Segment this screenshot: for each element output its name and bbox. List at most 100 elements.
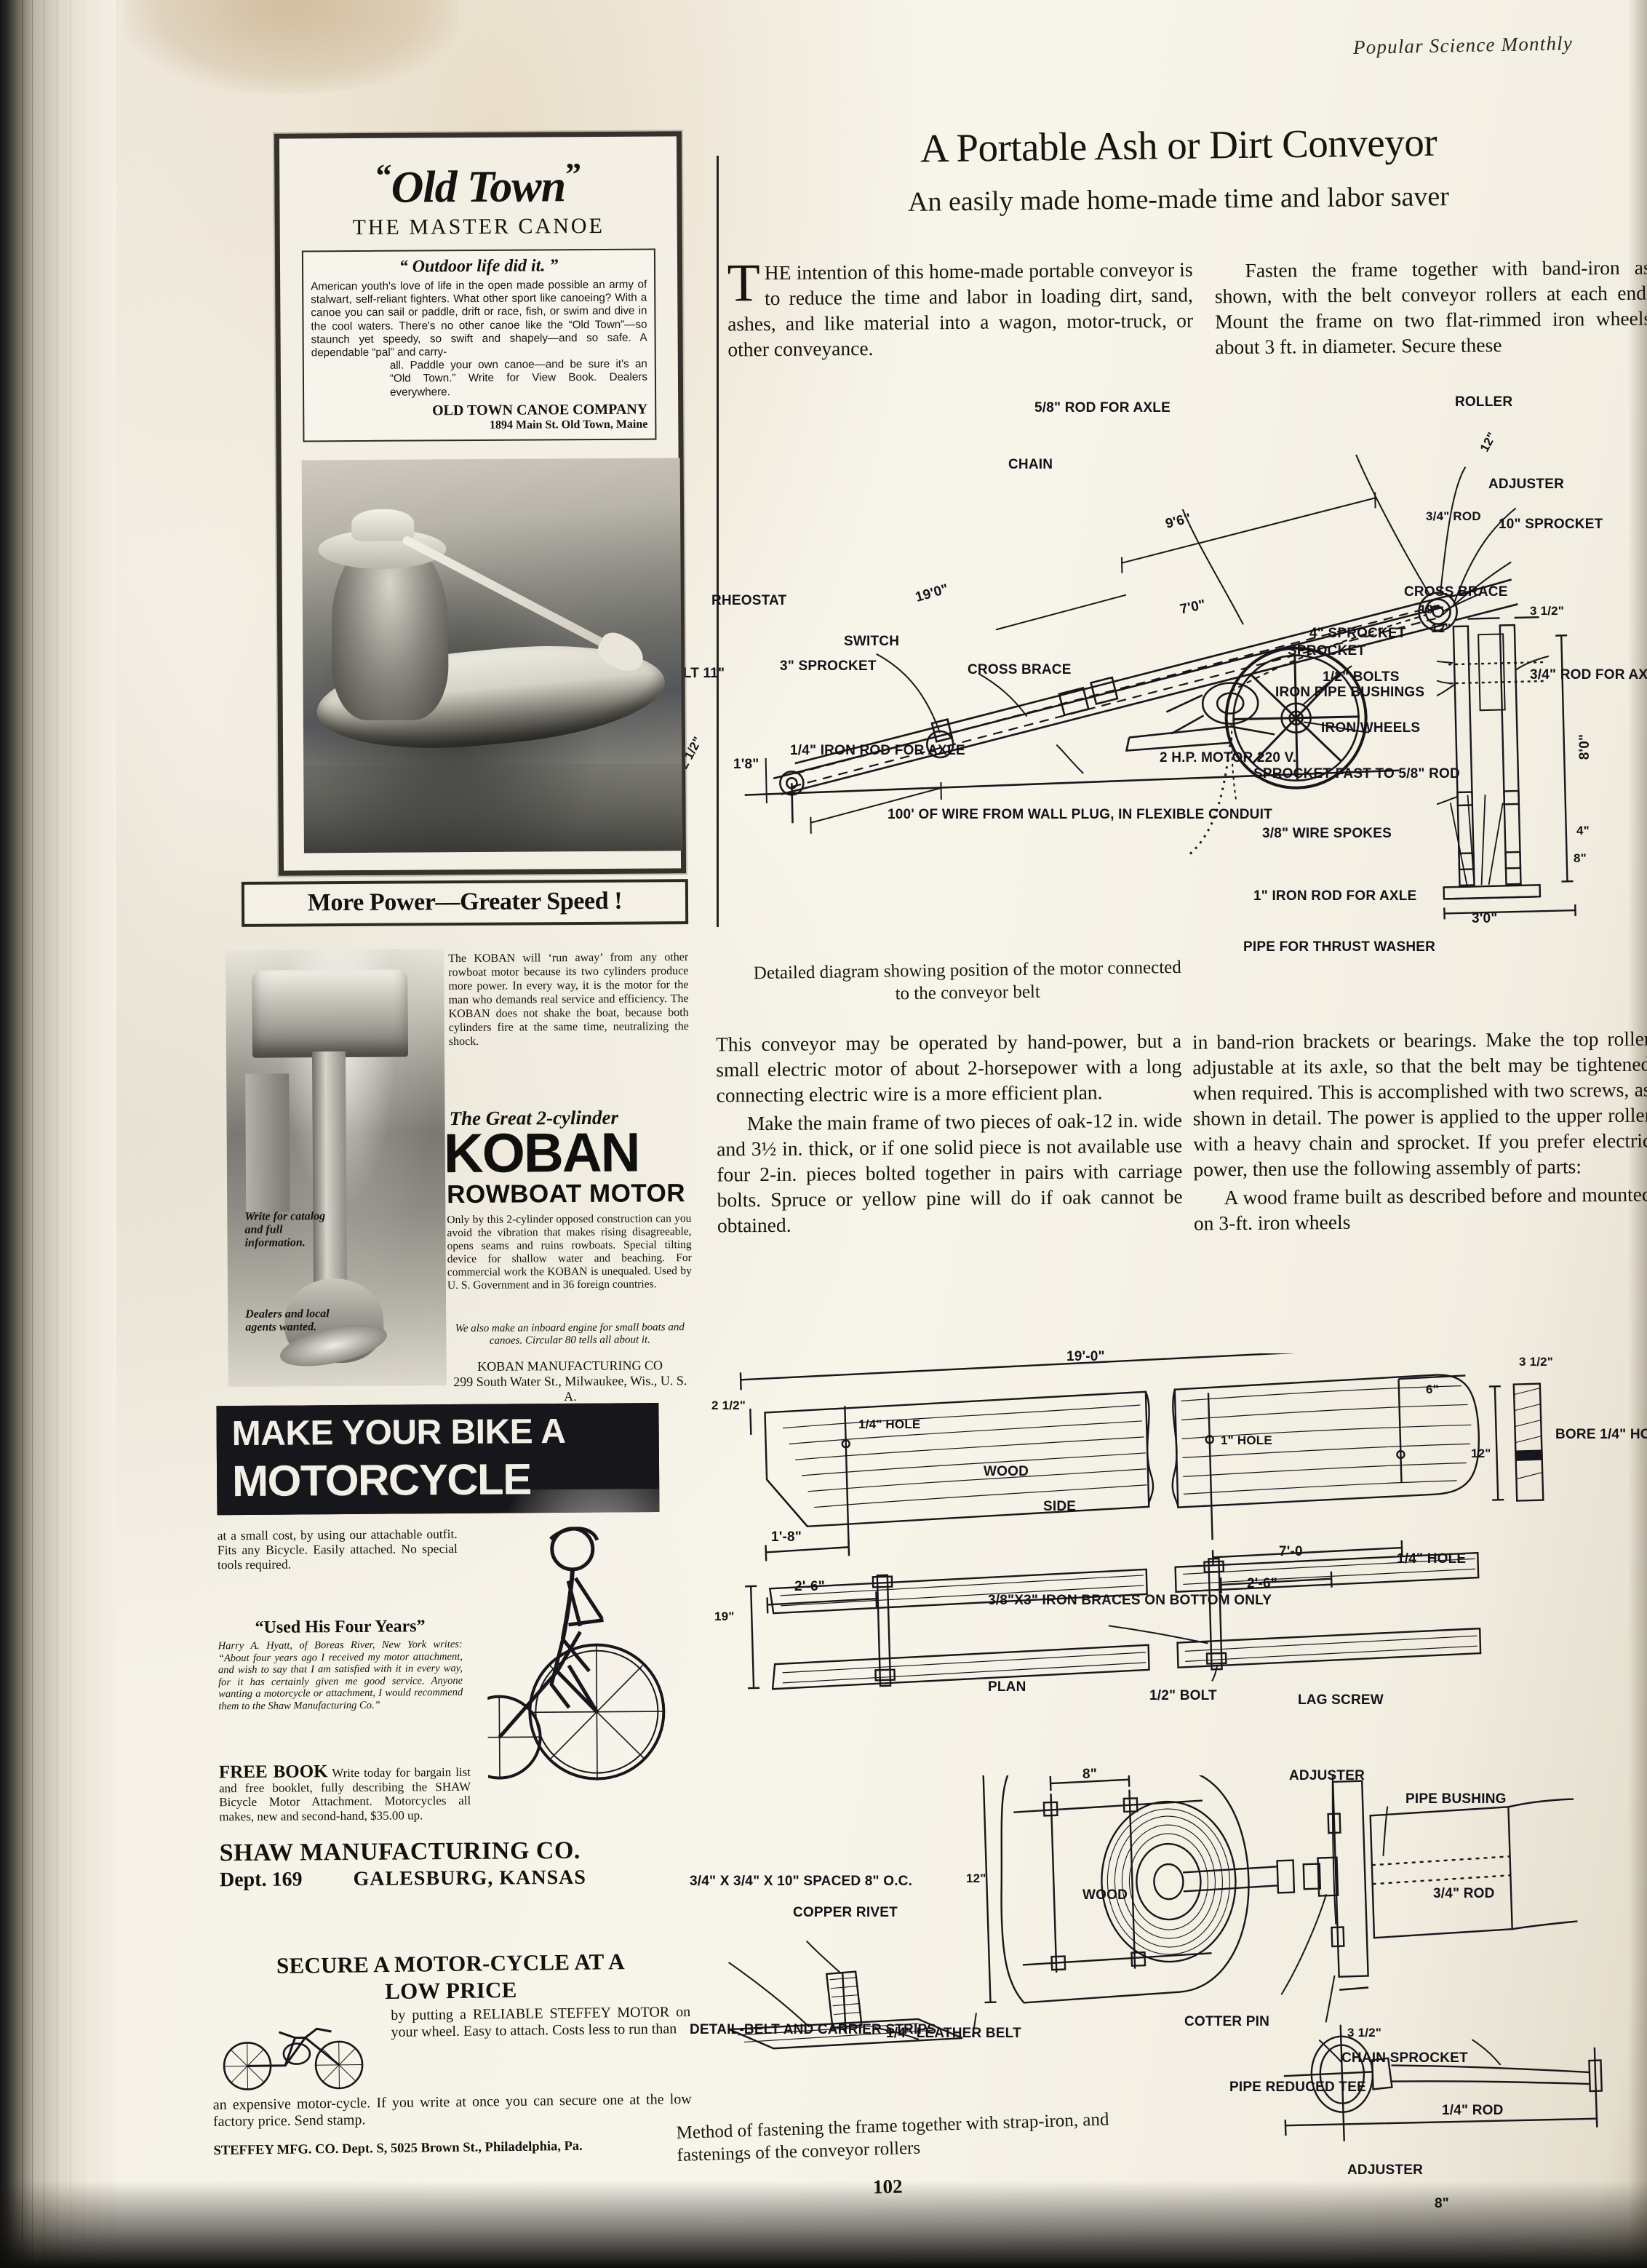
label-adjuster: ADJUSTER bbox=[1488, 477, 1565, 492]
ad-koban-motor[interactable]: The KOBAN will ‘run away’ from any other… bbox=[226, 937, 693, 1410]
article-title: A Portable Ash or Dirt Conveyor bbox=[920, 119, 1437, 171]
shaw-copy: at a small cost, by using our attachable… bbox=[217, 1526, 458, 1572]
label-lag-screw: LAG SCREW bbox=[1298, 1692, 1384, 1708]
drop-cap: T bbox=[727, 253, 761, 314]
ad-more-power-banner[interactable]: More Power—Greater Speed ! bbox=[241, 879, 689, 927]
wheel-axle-detail-diagram: 19" 12" 3 1/2" SPROCKET IRON PIPE BUSHIN… bbox=[1243, 602, 1647, 955]
old-town-headline: “ Outdoor life did it. ” bbox=[399, 256, 559, 276]
label-pipe-bushing: PIPE BUSHING bbox=[1405, 1791, 1507, 1807]
ad-shaw-motorcycle[interactable]: MAKE YOUR BIKE A MOTORCYCLE bbox=[216, 1403, 693, 1945]
koban-company-name: KOBAN MANUFACTURING CO bbox=[477, 1358, 663, 1374]
old-town-body: American youth's love of life in the ope… bbox=[311, 279, 647, 400]
old-town-brand-text: Old Town bbox=[391, 162, 566, 212]
article-intro-right: Fasten the frame together with band-iron… bbox=[1214, 255, 1647, 359]
label-3ft-detail: 3'0" bbox=[1472, 911, 1498, 926]
label-plan-view: PLAN bbox=[988, 1679, 1026, 1695]
label-1ft8-side: 1'-8" bbox=[771, 1529, 802, 1545]
old-town-photo bbox=[301, 458, 682, 854]
label-3half-detail: 3 1/2" bbox=[1530, 604, 1565, 618]
koban-italic-note: We also make an inboard engine for small… bbox=[455, 1321, 685, 1347]
label-cross-brace-upper: CROSS BRACE bbox=[1404, 584, 1508, 600]
label-8ft: 8'0" bbox=[1577, 733, 1593, 760]
koban-copy-bottom: Only by this 2-cylinder opposed construc… bbox=[447, 1212, 692, 1292]
label-bore-hole: BORE 1/4" HOLE bbox=[1555, 1427, 1647, 1442]
label-3half-bottom: 3 1/2" bbox=[1347, 2026, 1382, 2040]
label-half-bolts: 1/2" BOLTS bbox=[1323, 669, 1400, 685]
koban-mount-bracket bbox=[245, 1073, 290, 1212]
label-wire-spokes: 3/8" WIRE SPOKES bbox=[1262, 826, 1392, 841]
label-4in-detail: 4" bbox=[1576, 824, 1590, 837]
binding-gutter bbox=[0, 0, 116, 2268]
label-7ft-side: 7'-0 bbox=[1279, 1544, 1303, 1559]
label-detail-belt: DETAIL-BELT AND CARRIER STRIPS bbox=[690, 2022, 937, 2037]
shaw-testimonial-head: “Used His Four Years” bbox=[255, 1617, 426, 1637]
label-12in-detail: 12" bbox=[1431, 621, 1451, 635]
label-pipe-thrust-washer: PIPE FOR THRUST WASHER bbox=[1243, 939, 1436, 955]
page-bottom-shadow bbox=[0, 2181, 1647, 2268]
label-quarter-iron-rod: 1/4" IRON ROD FOR AXLE bbox=[790, 743, 965, 758]
label-iron-wheels: IRON WHEELS bbox=[1321, 720, 1421, 736]
label-half-bolt: 1/2" BOLT bbox=[1149, 1688, 1217, 1703]
label-rheostat: RHEOSTAT bbox=[711, 593, 787, 608]
label-quarter-rod: 1/4" ROD bbox=[1442, 2103, 1504, 2118]
old-town-address: 1894 Main St. Old Town, Maine bbox=[489, 418, 648, 431]
label-chain-sprocket: CHAIN SPROCKET bbox=[1341, 2050, 1468, 2066]
label-8in-detail: 8" bbox=[1574, 851, 1587, 865]
shaw-dept: Dept. 169 bbox=[219, 1868, 303, 1892]
koban-note-dealers: Dealers and local agents wanted. bbox=[245, 1308, 330, 1334]
koban-copy-top: The KOBAN will ‘run away’ from any other… bbox=[448, 951, 689, 1049]
intro-left-text: HE intention of this home-made portable … bbox=[727, 258, 1194, 361]
label-sprocket-fast: SPROCKET FAST TO 5/8" ROD bbox=[1253, 766, 1460, 781]
column-rule bbox=[717, 156, 719, 927]
label-adjuster-bottom: ADJUSTER bbox=[1347, 2162, 1424, 2178]
steffey-bike-svg bbox=[223, 2027, 364, 2090]
koban-company: KOBAN MANUFACTURING CO 299 South Water S… bbox=[448, 1358, 693, 1405]
label-10in-sprocket: 10" SPROCKET bbox=[1499, 517, 1603, 532]
label-cross-brace-lower: CROSS BRACE bbox=[968, 662, 1072, 677]
label-iron-braces: 3/8"X3" IRON BRACES ON BOTTOM ONLY bbox=[988, 1593, 1272, 1608]
label-pipe-reduced-tee: PIPE REDUCED TEE bbox=[1229, 2080, 1366, 2095]
label-1in-iron-rod: 1" IRON ROD FOR AXLE bbox=[1253, 888, 1417, 904]
steffey-bike-illustration bbox=[215, 2012, 383, 2094]
koban-cylinder-head bbox=[252, 969, 409, 1058]
label-roller: ROLLER bbox=[1455, 394, 1513, 410]
label-19in-plan: 19" bbox=[714, 1610, 735, 1623]
steffey-copy-right: by putting a RELIABLE STEFFEY MOTOR on y… bbox=[391, 2003, 691, 2041]
shaw-testimonial: Harry A. Hyatt, of Boreas River, New Yor… bbox=[218, 1638, 463, 1712]
label-6in-side: 6" bbox=[1426, 1382, 1439, 1396]
label-1ft8: 1'8" bbox=[733, 757, 759, 772]
label-2half-side: 2 1/2" bbox=[711, 1398, 746, 1412]
main-conveyor-diagram: 5/8" ROD FOR AXLE CHAIN RHEOSTAT SWITCH … bbox=[663, 394, 1644, 917]
koban-drive-shaft bbox=[311, 1051, 348, 1300]
label-12in-side: 12" bbox=[1471, 1447, 1491, 1460]
masthead-title: Popular Science Monthly bbox=[1352, 32, 1574, 59]
page-edge-shadow bbox=[1628, 0, 1647, 2268]
label-three-quarter-rod: 3/4" ROD bbox=[1426, 509, 1481, 523]
label-switch: SWITCH bbox=[844, 634, 900, 649]
label-100ft-wire: 100' OF WIRE FROM WALL PLUG, IN FLEXIBLE… bbox=[888, 807, 1272, 822]
more-power-text: More Power—Greater Speed ! bbox=[307, 887, 623, 917]
paper-stain bbox=[124, 0, 458, 95]
label-wood-roller: WOOD bbox=[1082, 1887, 1128, 1903]
wheel-axle-detail-svg bbox=[1437, 616, 1576, 920]
label-rod-for-axle: 5/8" ROD FOR AXLE bbox=[1034, 400, 1171, 415]
shaw-rider-svg bbox=[457, 1527, 666, 1780]
ad-steffey-motor[interactable]: SECURE A MOTOR-CYCLE AT A LOW PRICE bbox=[211, 1947, 693, 2171]
shaw-company: SHAW MANUFACTURING CO. bbox=[219, 1837, 581, 1867]
old-town-company: OLD TOWN CANOE COMPANY bbox=[432, 401, 648, 419]
photo-water bbox=[303, 763, 682, 854]
article-mid-left: This conveyor may be operated by hand-po… bbox=[716, 1027, 1183, 1238]
old-town-copy-panel: “ Outdoor life did it. ” American youth'… bbox=[301, 248, 657, 442]
quote-open: “ bbox=[375, 157, 391, 194]
label-quarter-hole-2: 1/4" HOLE bbox=[1397, 1551, 1467, 1567]
label-3half-side: 3 1/2" bbox=[1519, 1355, 1554, 1369]
label-side-view: SIDE bbox=[1043, 1499, 1077, 1514]
shaw-rider-illustration bbox=[457, 1488, 693, 1796]
ad-old-town-canoe[interactable]: “Old Town” THE MASTER CANOE “ Outdoor li… bbox=[274, 131, 687, 876]
label-34rod-for-axle: 3/4" ROD FOR AXLE bbox=[1530, 667, 1647, 683]
mid-right-p1: in band-rion brackets or bearings. Make … bbox=[1192, 1027, 1647, 1181]
diagram-caption-top: Detailed diagram showing position of the… bbox=[753, 957, 1181, 1004]
main-diagram-svg bbox=[744, 454, 1518, 855]
